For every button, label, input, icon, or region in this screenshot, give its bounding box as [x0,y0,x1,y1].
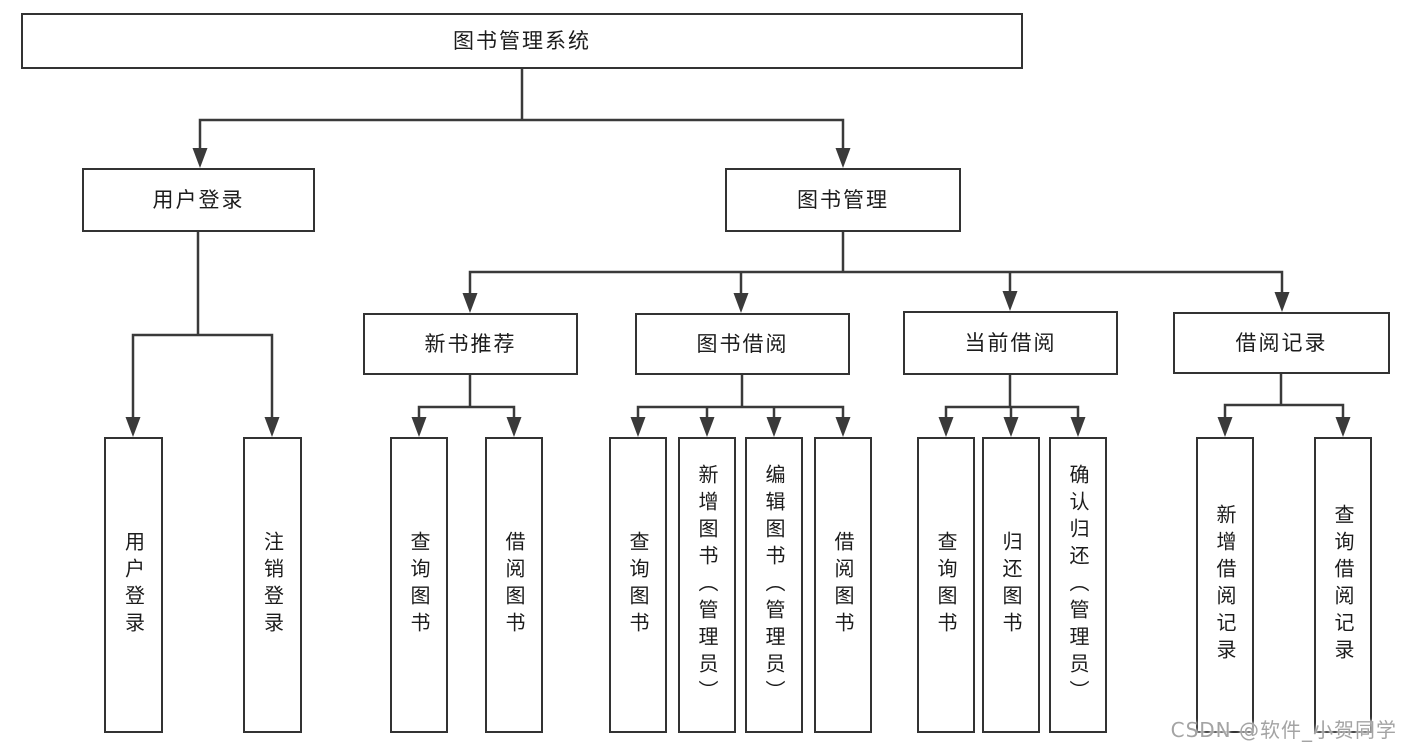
node-book-management: 图书管理 [725,168,961,232]
node-root: 图书管理系统 [21,13,1023,69]
node-leaf-query-books-1: 查询图书 [390,437,448,733]
node-leaf-borrow-books-1: 借阅图书 [485,437,543,733]
node-current-borrow: 当前借阅 [903,311,1118,375]
node-user-login: 用户登录 [82,168,315,232]
node-book-borrow: 图书借阅 [635,313,850,375]
node-leaf-confirm-return: 确认归还（管理员） [1049,437,1107,733]
node-leaf-query-books-2: 查询图书 [609,437,667,733]
node-leaf-query-books-3: 查询图书 [917,437,975,733]
node-leaf-add-borrow-record: 新增借阅记录 [1196,437,1254,733]
node-leaf-borrow-books-2: 借阅图书 [814,437,872,733]
watermark: CSDN @软件_小贺同学 [1170,718,1397,742]
node-leaf-edit-book: 编辑图书（管理员） [745,437,803,733]
node-borrow-records: 借阅记录 [1173,312,1390,374]
node-leaf-add-book: 新增图书（管理员） [678,437,736,733]
node-leaf-return-book: 归还图书 [982,437,1040,733]
connector-path [131,67,1345,422]
node-new-book-recommend: 新书推荐 [363,313,578,375]
node-leaf-query-borrow-record: 查询借阅记录 [1314,437,1372,733]
node-leaf-logout: 注销登录 [243,437,302,733]
node-leaf-user-login: 用户登录 [104,437,163,733]
